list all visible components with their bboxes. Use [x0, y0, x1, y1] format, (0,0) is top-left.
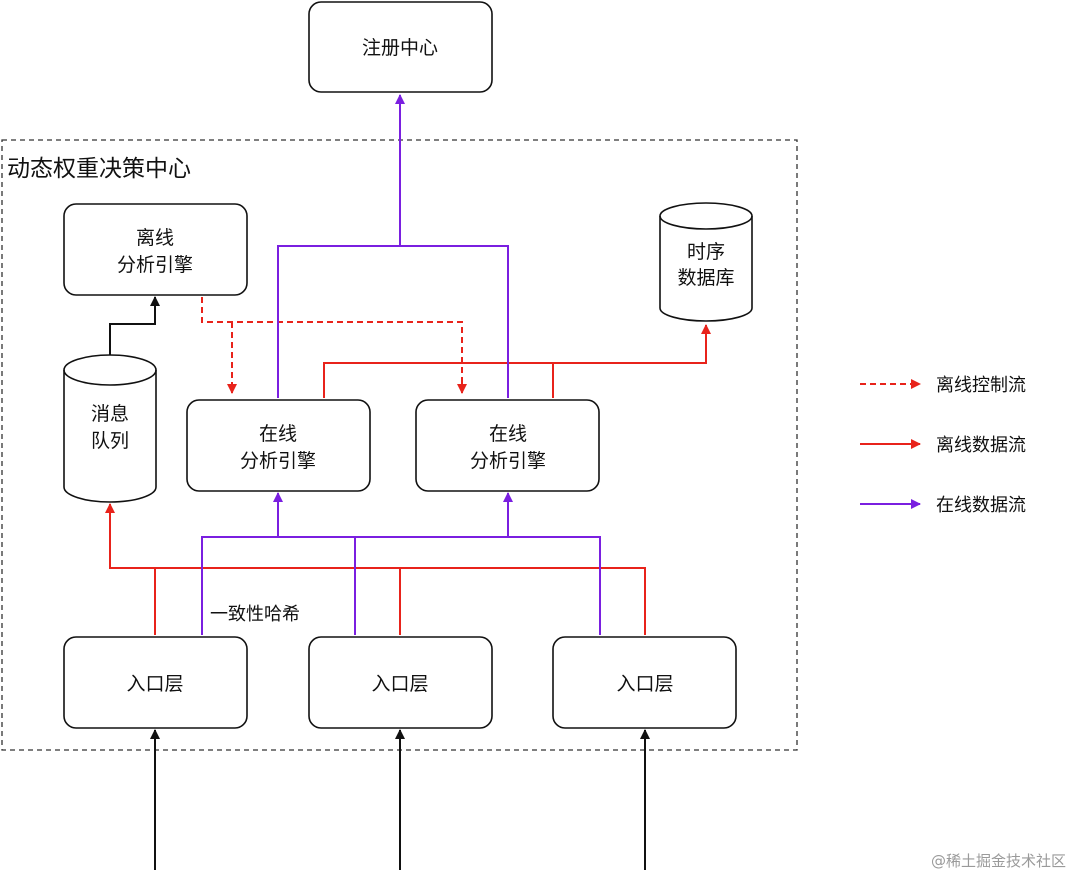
cylinder-tsdb: 时序 数据库 — [659, 202, 753, 322]
legend-online-data-label: 在线数据流 — [936, 495, 1026, 516]
cylinder-message-queue-line-2: 队列 — [91, 430, 129, 452]
node-online-engine-1-line-1: 在线 — [259, 423, 297, 445]
edge-online-tsdb-arrow — [553, 324, 711, 364]
cylinder-tsdb-line-2: 数据库 — [677, 267, 734, 289]
edge-queue-arrow — [105, 503, 155, 569]
node-offline-engine-line-1: 离线 — [136, 227, 174, 249]
legend-offline-data-label: 离线数据流 — [936, 435, 1026, 456]
cylinder-message-queue: 消息 队列 — [63, 354, 157, 503]
node-online-engine-1: 在线 分析引擎 — [186, 399, 371, 492]
node-online-engine-2-line-1: 在线 — [489, 423, 527, 445]
node-entry-3: 入口层 — [552, 636, 737, 729]
edge-label-consistent-hash: 一致性哈希 — [210, 604, 300, 625]
edge-online-tsdb — [323, 362, 554, 398]
edge-offline-control — [201, 297, 463, 393]
node-online-engine-2-line-2: 分析引擎 — [470, 450, 546, 472]
edge-entries-online — [201, 536, 601, 635]
node-registry: 注册中心 — [308, 1, 493, 93]
legend: 离线控制流 离线数据流 在线数据流 — [860, 375, 1026, 516]
node-online-engine-2: 在线 分析引擎 — [415, 399, 600, 492]
node-entry-3-label: 入口层 — [616, 673, 673, 695]
node-entry-1: 入口层 — [63, 636, 248, 729]
node-online-engine-1-line-2: 分析引擎 — [240, 450, 316, 472]
node-entry-1-label: 入口层 — [126, 673, 183, 695]
node-offline-engine-line-2: 分析引擎 — [117, 254, 193, 276]
container-title: 动态权重决策中心 — [7, 156, 191, 182]
node-registry-label: 注册中心 — [362, 37, 438, 59]
node-entry-2: 入口层 — [308, 636, 493, 729]
node-entry-2-label: 入口层 — [371, 673, 428, 695]
edges — [105, 94, 711, 870]
node-offline-engine: 离线 分析引擎 — [63, 203, 248, 296]
edge-online-registry — [277, 245, 509, 398]
edge-queue-offline-engine — [109, 296, 160, 355]
legend-offline-control-label: 离线控制流 — [936, 375, 1026, 396]
source-credit: @稀土掘金技术社区 — [931, 852, 1066, 870]
cylinder-message-queue-line-1: 消息 — [91, 403, 129, 425]
cylinder-tsdb-line-1: 时序 — [687, 241, 725, 263]
